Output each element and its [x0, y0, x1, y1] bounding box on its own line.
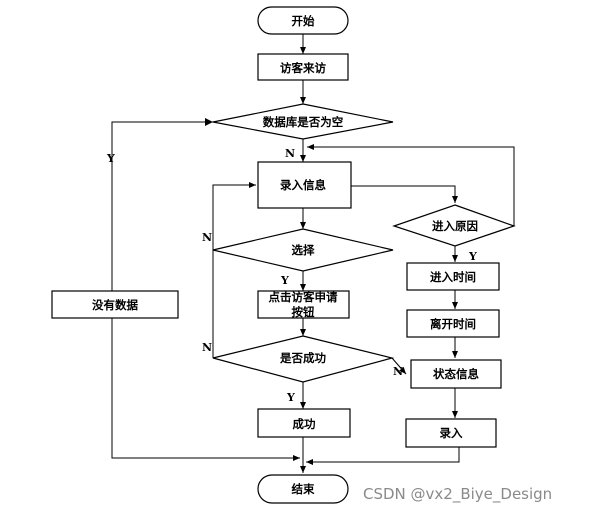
success-yes-label: Y: [286, 391, 295, 404]
click-apply-box: [257, 290, 350, 319]
start-label: 开始: [292, 14, 315, 28]
visitor-arrives-box: [257, 53, 349, 81]
db-empty-decision: [212, 103, 394, 140]
enter-reason-decision: [392, 204, 516, 247]
status-info-box: [410, 359, 502, 389]
leave-time-label: 离开时间: [430, 317, 476, 331]
db-empty-no-label: N: [285, 147, 295, 160]
record-info-label: 录入信息: [280, 178, 326, 192]
choose-label: 选择: [292, 243, 315, 257]
is-success-label: 是否成功: [279, 351, 326, 365]
reason-yes-label: Y: [468, 250, 477, 263]
record-label: 录入: [440, 426, 463, 440]
record-box: [405, 418, 497, 448]
success-label: 成功: [293, 417, 316, 431]
visitor-arrives-label: 访客来访: [280, 61, 326, 75]
no-data-box: [51, 290, 179, 319]
success-box: [257, 408, 351, 438]
db-empty-yes-label: Y: [106, 152, 115, 165]
entry-time-label: 进入时间: [430, 270, 476, 284]
enter-reason-label: 进入原因: [432, 219, 478, 233]
db-empty-label: 数据库是否为空: [263, 115, 344, 129]
click-apply-label-line1: 点击访客申请: [269, 290, 338, 304]
click-apply-label-line2: 按钮: [292, 305, 315, 319]
choose-yes-label: Y: [280, 274, 289, 287]
connectors: [111, 34, 515, 473]
choose-no-label: N: [202, 231, 212, 244]
leave-time-box: [406, 309, 500, 338]
end-label: 结束: [291, 482, 315, 496]
entry-time-box: [406, 262, 500, 291]
success-no-right-label: N: [393, 365, 403, 378]
success-no-label: N: [202, 341, 212, 354]
end-terminal: [257, 474, 349, 504]
status-info-label: 状态信息: [433, 367, 479, 381]
start-terminal: [257, 6, 349, 35]
choose-decision: [212, 228, 394, 272]
no-data-label: 没有数据: [92, 298, 138, 312]
record-info-box: [257, 161, 352, 209]
watermark: CSDN @vx2_Biye_Design: [363, 485, 552, 504]
is-success-decision: [212, 335, 395, 383]
